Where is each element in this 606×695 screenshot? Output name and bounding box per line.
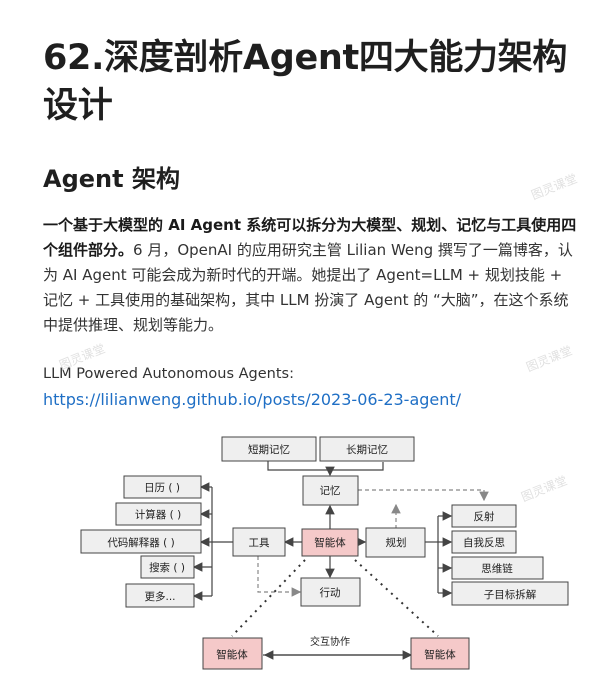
tool-item-box xyxy=(115,502,202,526)
plan-item-box xyxy=(451,504,517,528)
short-memory-label: 短期记忆 xyxy=(248,443,290,456)
agent-left-label: 智能体 xyxy=(216,648,248,661)
plan-item-label: 自我反思 xyxy=(463,536,505,549)
tool-item-box xyxy=(123,475,202,499)
plan-item-label: 子目标拆解 xyxy=(484,588,537,601)
tools-label: 工具 xyxy=(249,537,270,549)
tools-box xyxy=(232,527,286,557)
agent-center-box xyxy=(301,528,359,557)
reference-label: LLM Powered Autonomous Agents: xyxy=(43,366,294,382)
intro-bold: 一个基于大模型的 AI Agent 系统可以拆分为大模型、规划、记忆与工具使用四… xyxy=(43,216,577,259)
agent-center-label: 智能体 xyxy=(314,536,346,549)
long-memory-box xyxy=(319,436,415,462)
tool-item-label: 代码解释器 ( ) xyxy=(107,536,174,549)
tool-item-label: 日历 ( ) xyxy=(144,482,180,494)
plan-item-label: 反射 xyxy=(474,510,495,523)
section-heading: Agent 架构 xyxy=(43,165,180,193)
action-box xyxy=(300,577,361,607)
page-title: 62.深度剖析Agent四大能力架构设计 xyxy=(43,38,568,126)
memory-label: 记忆 xyxy=(320,484,341,497)
long-memory-label: 长期记忆 xyxy=(346,443,388,456)
plan-item-box xyxy=(451,530,517,554)
agent-right-box xyxy=(410,637,470,670)
planning-label: 规划 xyxy=(386,536,407,549)
tool-item-label: 更多... xyxy=(144,590,175,603)
collab-label: 交互协作 xyxy=(310,635,350,648)
intro-rest: 6 月，OpenAI 的应用研究主管 Lilian Weng 撰写了一篇博客，认… xyxy=(43,241,573,334)
tool-item-label: 计算器 ( ) xyxy=(135,508,181,521)
plan-item-label: 思维链 xyxy=(481,562,513,575)
action-label: 行动 xyxy=(320,586,341,599)
reference-link[interactable]: https://lilianweng.github.io/posts/2023-… xyxy=(43,390,462,409)
planning-box xyxy=(365,527,426,558)
tool-item-box xyxy=(140,555,195,579)
tool-item-box xyxy=(125,583,195,608)
agent-left-box xyxy=(202,637,263,670)
memory-box xyxy=(302,475,359,506)
intro-paragraph: 一个基于大模型的 AI Agent 系统可以拆分为大模型、规划、记忆与工具使用四… xyxy=(43,213,577,338)
short-memory-box xyxy=(221,436,317,462)
tool-item-box xyxy=(80,529,202,554)
agent-right-label: 智能体 xyxy=(424,648,456,661)
tool-item-label: 搜索 ( ) xyxy=(149,561,185,574)
plan-item-box xyxy=(451,581,569,606)
plan-item-box xyxy=(451,556,544,580)
